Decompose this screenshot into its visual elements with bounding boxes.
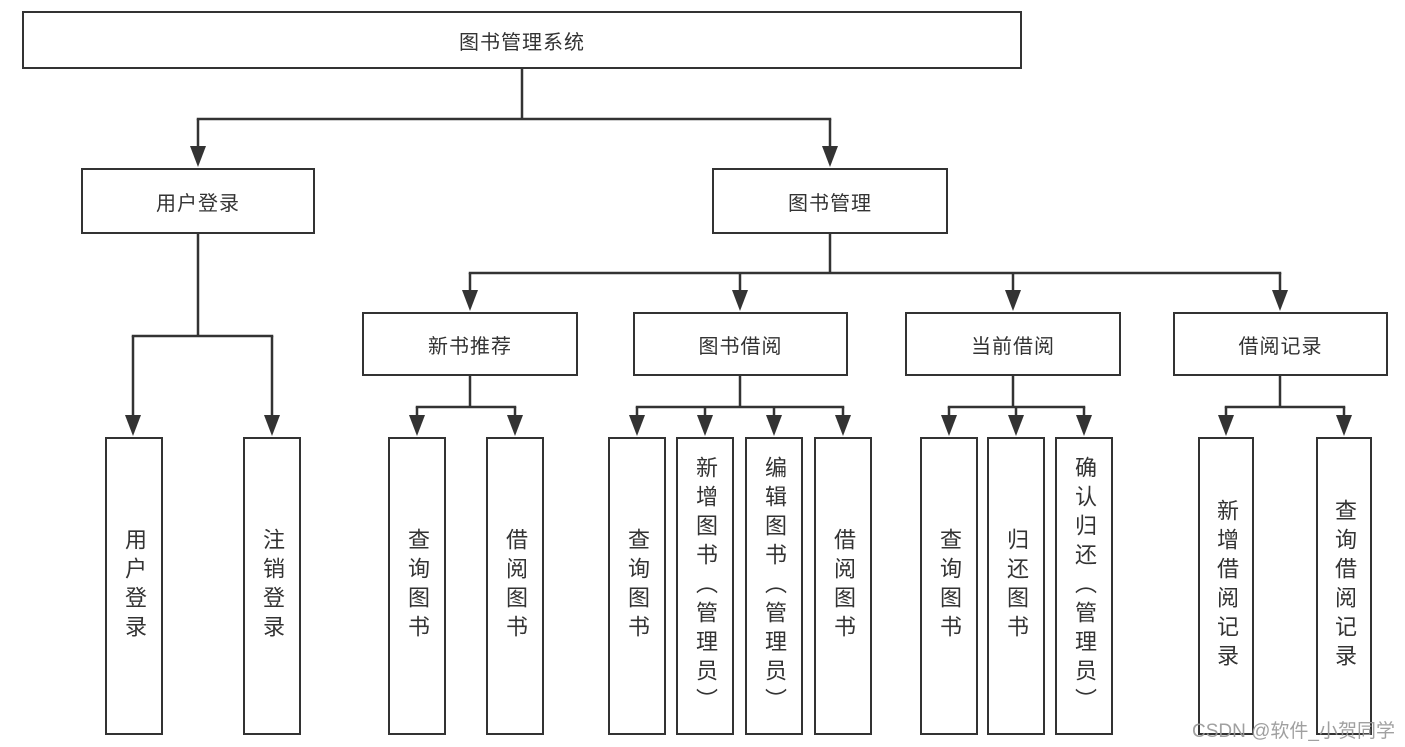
leaf-logout-login: 注销登录 (243, 437, 301, 735)
edge-user-login-children (125, 234, 280, 436)
leaf-return-books: 归还图书 (987, 437, 1045, 735)
node-borrowing-records: 借阅记录 (1173, 312, 1388, 376)
node-user-login-label: 用户登录 (156, 192, 240, 215)
leaf-query-borrow-record: 查询借阅记录 (1316, 437, 1372, 735)
leaf-return-books-label: 归还图书 (1004, 528, 1029, 644)
node-root-label: 图书管理系统 (459, 31, 585, 54)
node-book-borrowing-label: 图书借阅 (698, 335, 783, 358)
leaf-borrow-books-label: 借阅图书 (831, 528, 856, 644)
leaf-user-login-label: 用户登录 (122, 528, 147, 644)
leaf-edit-books-admin-label: 编辑图书（管理员） (762, 455, 787, 717)
node-current-borrowing: 当前借阅 (905, 312, 1121, 376)
leaf-add-books-admin: 新增图书（管理员） (676, 437, 734, 735)
node-current-borrowing-label: 当前借阅 (971, 335, 1055, 358)
leaf-borrow-books: 借阅图书 (814, 437, 872, 735)
edge-recommend-children (409, 376, 523, 436)
node-new-book-recommend-label: 新书推荐 (428, 335, 512, 358)
leaf-logout-login-label: 注销登录 (260, 528, 285, 644)
leaf-add-borrow-record: 新增借阅记录 (1198, 437, 1254, 735)
node-user-login: 用户登录 (81, 168, 315, 234)
leaf-confirm-return-admin-label: 确认归还（管理员） (1072, 455, 1097, 717)
leaf-query-books-recommend: 查询图书 (388, 437, 446, 735)
leaf-borrow-books-recommend-label: 借阅图书 (503, 528, 528, 644)
leaf-query-borrow-record-label: 查询借阅记录 (1332, 499, 1357, 673)
leaf-add-borrow-record-label: 新增借阅记录 (1214, 499, 1239, 673)
leaf-borrow-books-recommend: 借阅图书 (486, 437, 544, 735)
leaf-user-login: 用户登录 (105, 437, 163, 735)
node-book-management-label: 图书管理 (788, 192, 872, 215)
edge-records-children (1218, 376, 1352, 436)
edge-current-children (941, 376, 1092, 436)
edge-book-management-to-level3 (462, 234, 1288, 311)
leaf-query-books-current-label: 查询图书 (937, 528, 962, 644)
node-root-library-management-system: 图书管理系统 (22, 11, 1022, 69)
leaf-query-books-borrow: 查询图书 (608, 437, 666, 735)
node-book-borrowing: 图书借阅 (633, 312, 848, 376)
edge-borrow-children (629, 376, 851, 436)
node-borrowing-records-label: 借阅记录 (1238, 335, 1323, 358)
leaf-query-books-current: 查询图书 (920, 437, 978, 735)
leaf-add-books-admin-label: 新增图书（管理员） (693, 455, 718, 717)
csdn-watermark: CSDN @软件_小贺同学 (1192, 721, 1395, 742)
leaf-edit-books-admin: 编辑图书（管理员） (745, 437, 803, 735)
edge-root-to-level2 (190, 69, 838, 167)
leaf-query-books-recommend-label: 查询图书 (405, 528, 430, 644)
leaf-confirm-return-admin: 确认归还（管理员） (1055, 437, 1113, 735)
node-new-book-recommend: 新书推荐 (362, 312, 578, 376)
leaf-query-books-borrow-label: 查询图书 (625, 528, 650, 644)
node-book-management: 图书管理 (712, 168, 948, 234)
